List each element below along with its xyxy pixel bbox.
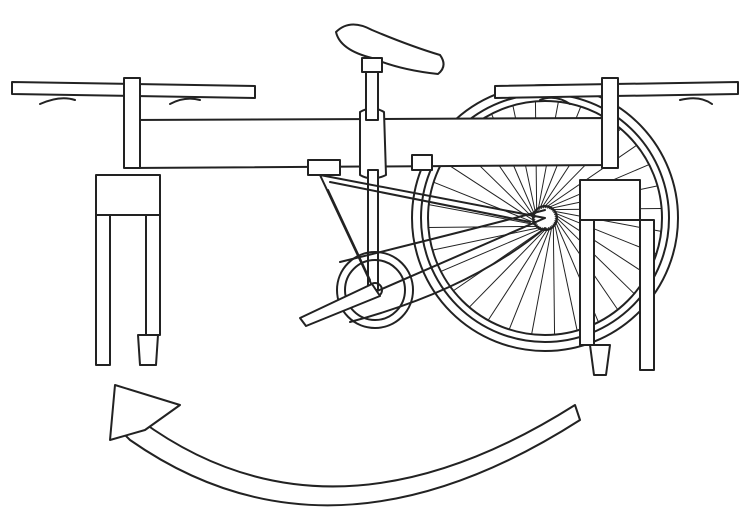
wheel-spoke [453,227,546,292]
rear-triangle [307,154,546,293]
wheel-spoke [531,224,553,335]
wheel-spoke [508,226,552,330]
wheel-spoke [428,204,539,226]
crankset [299,209,546,329]
wheel-spoke [442,160,537,223]
wheel-spoke [432,226,542,251]
right-handlebar-fork [494,77,739,376]
wheel-spoke [487,226,550,321]
wheel-spoke [553,221,578,331]
left-handlebar-fork [11,77,256,366]
wheel-spoke [544,144,637,209]
wheel-spoke [468,227,548,308]
wheel-spoke [440,227,544,272]
fold-arrow [109,384,581,507]
wheel-spoke [552,223,556,335]
wheel-spoke [553,213,648,276]
